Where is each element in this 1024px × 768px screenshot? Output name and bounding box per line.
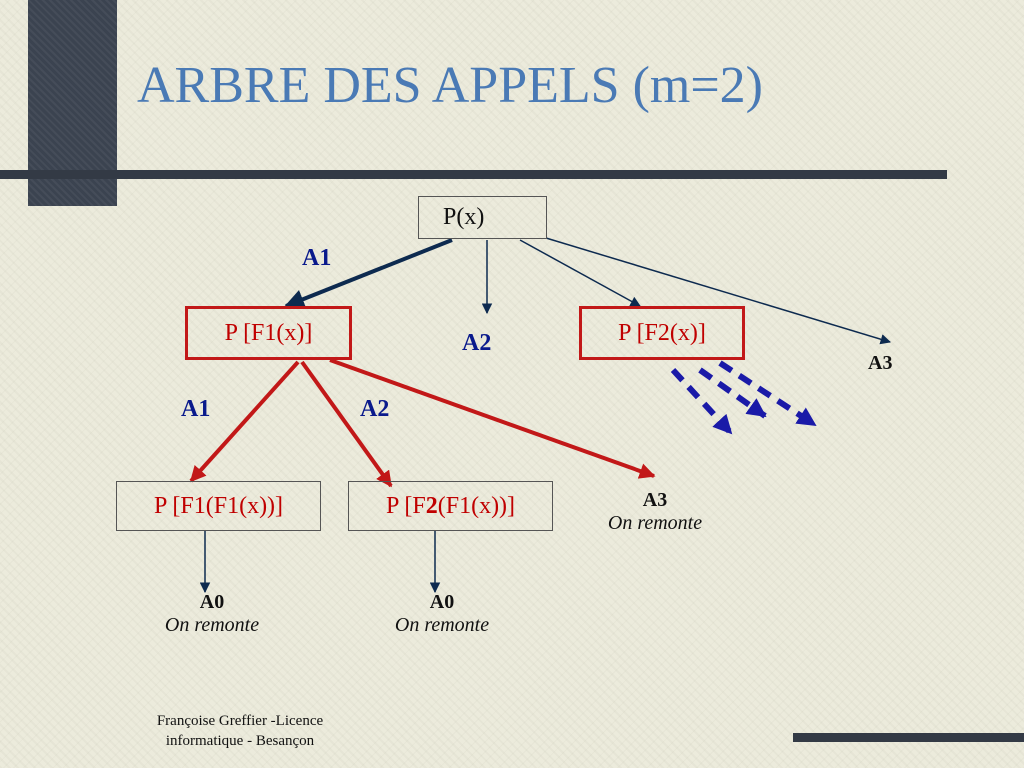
dashed-arrow-3 bbox=[718, 360, 817, 428]
edge-f1-a3 bbox=[329, 358, 656, 479]
node-f2f1-bold: 2 bbox=[425, 492, 438, 519]
node-f1: P [F1(x)] bbox=[185, 306, 352, 360]
node-f2f1-prefix: P [F bbox=[385, 492, 426, 519]
edge-root-a3 bbox=[545, 237, 892, 345]
note-f1f1: On remonte bbox=[164, 614, 260, 636]
footer-divider-line bbox=[793, 733, 1024, 742]
footer-line-2: informatique - Besançon bbox=[165, 733, 315, 749]
label-f1-a2: A2 bbox=[360, 396, 390, 422]
note-f2f1: On remonte bbox=[394, 614, 490, 636]
node-f2: P [F2(x)] bbox=[579, 306, 745, 360]
node-root: P(x) bbox=[418, 196, 547, 239]
edge-root-a1 bbox=[284, 238, 453, 309]
label-f1-a1: A1 bbox=[181, 396, 211, 422]
node-f1f1: P [F1(F1(x))] bbox=[116, 481, 321, 531]
edge-f1-a1 bbox=[189, 360, 300, 483]
node-f2f1-suffix: (F1(x))] bbox=[437, 492, 516, 519]
footer-credit: Françoise Greffier -Licence informatique… bbox=[120, 711, 360, 751]
title-divider-line bbox=[0, 170, 947, 179]
footer-line-1: Françoise Greffier -Licence bbox=[156, 713, 324, 729]
label-root-a3: A3 bbox=[868, 352, 893, 374]
dashed-arrow-2 bbox=[698, 367, 767, 419]
slide-title: ARBRE DES APPELS (m=2) bbox=[137, 57, 763, 114]
edge-f1-a2 bbox=[300, 360, 393, 488]
edge-root-f2 bbox=[519, 239, 641, 307]
dashed-arrow-1 bbox=[670, 367, 734, 436]
note-f1-a3: On remonte bbox=[607, 512, 703, 534]
label-root-a1: A1 bbox=[302, 245, 332, 271]
label-root-a2: A2 bbox=[462, 330, 492, 356]
